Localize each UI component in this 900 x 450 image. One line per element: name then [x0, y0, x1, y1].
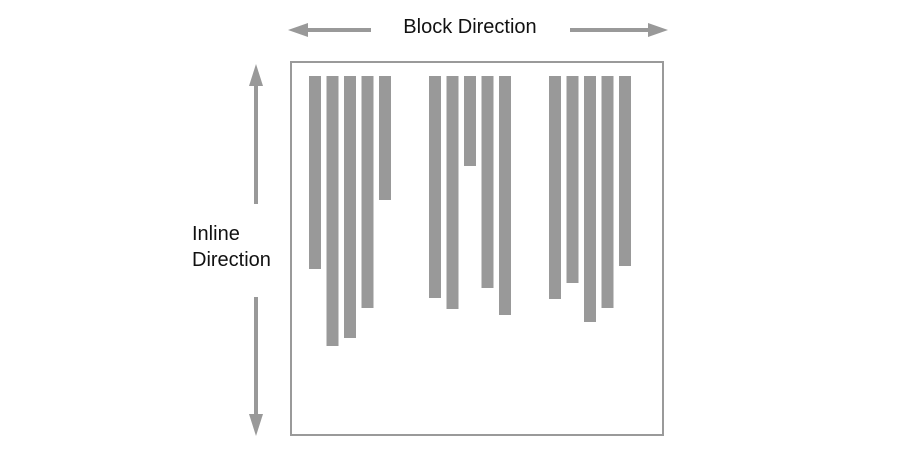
line-bar-group3-1	[549, 76, 561, 299]
inline-direction-arrows	[249, 64, 263, 436]
line-bar-group1-3	[344, 76, 356, 338]
line-bar-group1-4	[361, 76, 374, 308]
block-arrow-left-head	[288, 23, 308, 37]
container-frame	[290, 61, 664, 436]
inline-arrow-up-head	[249, 64, 263, 86]
line-bar-group3-4	[601, 76, 614, 308]
line-bar-group3-2	[566, 76, 579, 283]
line-bar-group3-5	[619, 76, 631, 266]
line-bars	[309, 76, 631, 346]
block-direction-label: Block Direction	[403, 16, 537, 38]
line-bar-group2-2	[446, 76, 459, 309]
block-arrow-right-head	[648, 23, 668, 37]
inline-direction-label-line2: Direction	[192, 249, 271, 271]
line-bar-group1-5	[379, 76, 391, 200]
inline-arrow-down-head	[249, 414, 263, 436]
line-bar-group2-5	[499, 76, 511, 315]
inline-direction-label: Inline Direction	[192, 221, 271, 273]
line-bar-group2-3	[464, 76, 476, 166]
line-bar-group2-1	[429, 76, 441, 298]
line-bar-group3-3	[584, 76, 596, 322]
line-bar-group1-1	[309, 76, 321, 269]
block-direction-arrows	[288, 23, 668, 37]
inline-direction-label-line1: Inline	[192, 223, 240, 245]
line-bar-group1-2	[326, 76, 339, 346]
line-bar-group2-4	[481, 76, 494, 288]
